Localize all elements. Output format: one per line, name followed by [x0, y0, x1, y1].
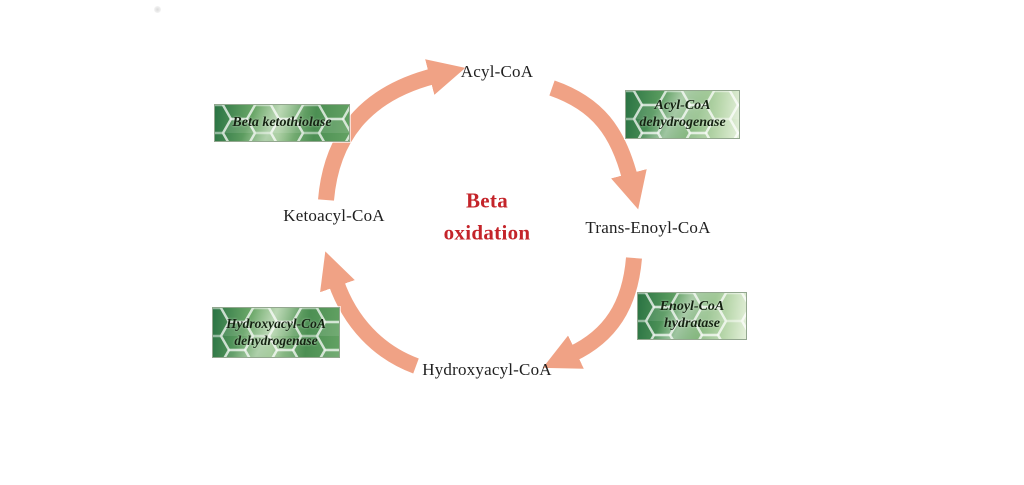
node-trans-enoyl-coa: Trans-Enoyl-CoA	[585, 218, 711, 237]
cycle-title: Beta oxidation	[444, 186, 531, 249]
honeycomb-pattern	[638, 293, 746, 339]
arrow-acyl-to-transenoyl	[549, 80, 647, 210]
enzyme-label-enoyl-coa-hydratase: Enoyl-CoA hydratase	[659, 299, 725, 331]
honeycomb-pattern	[626, 91, 739, 138]
enzyme-label-beta-ketothiolase: Beta ketothiolase	[232, 114, 332, 130]
honeycomb-pattern	[215, 105, 349, 141]
cycle-title-line1: Beta	[465, 188, 509, 213]
arrow-hydroxyacyl-to-ketoacyl	[320, 251, 419, 374]
enzyme-box-hydroxyacyl-coa-dehydrogenase: Hydroxyacyl-CoA dehydrogenase	[212, 307, 340, 358]
enzyme-label-acyl-coa-dehydrogenase: Acyl-CoA dehydrogenase	[639, 97, 726, 130]
node-ketoacyl-coa: Ketoacyl-CoA	[283, 206, 385, 225]
enzyme-label-hydroxyacyl-coa-dehydrogenase: Hydroxyacyl-CoA dehydrogenase	[226, 316, 326, 348]
enzyme-box-acyl-coa-dehydrogenase: Acyl-CoA dehydrogenase	[625, 90, 740, 139]
cycle-title-line2: oxidation	[443, 220, 531, 244]
arrow-transenoyl-to-hydroxyacyl	[542, 257, 642, 369]
enzyme-box-enoyl-coa-hydratase: Enoyl-CoA hydratase	[637, 292, 747, 340]
scan-artifact	[154, 6, 161, 13]
honeycomb-pattern	[213, 308, 339, 357]
node-acyl-coa: Acyl-CoA	[460, 62, 534, 81]
node-hydroxyacyl-coa: Hydroxyacyl-CoA	[422, 360, 552, 379]
enzyme-box-beta-ketothiolase: Beta ketothiolase	[214, 104, 350, 142]
arrow-ketoacyl-to-acyl	[318, 59, 466, 201]
